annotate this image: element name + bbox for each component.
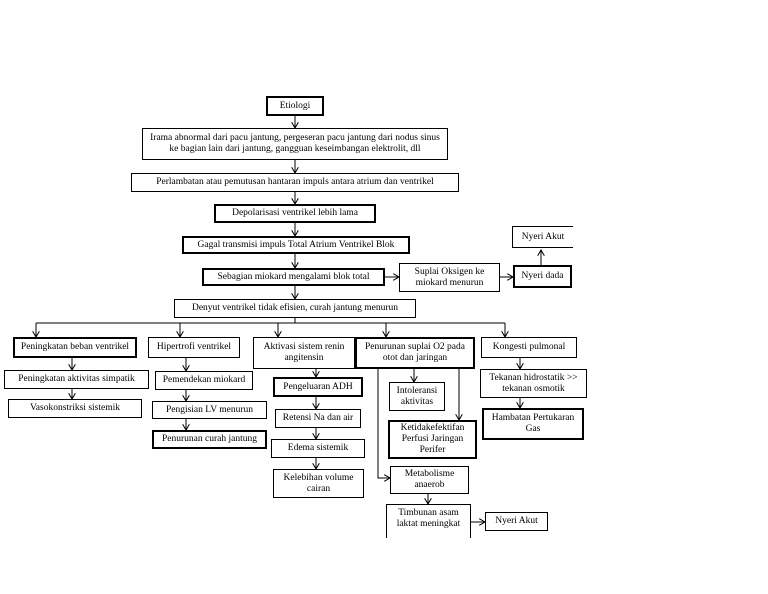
node-metabolisme: Metabolisme anaerob [390,466,469,494]
node-irama: Irama abnormal dari pacu jantung, perges… [142,128,448,160]
node-nyeri-dada: Nyeri dada [513,265,572,288]
node-suplai: Suplai Oksigen ke miokard menurun [399,263,500,292]
node-hambatan: Hambatan Pertukaran Gas [482,408,584,440]
node-gagal: Gagal transmisi impuls Total Atrium Vent… [182,236,410,254]
node-vasokonstriksi: Vasokonstriksi sistemik [8,399,142,418]
node-denyut: Denyut ventrikel tidak efisien, curah ja… [174,299,416,318]
node-penurunan-suplai: Penurunan suplai O2 pada otot dan jaring… [355,337,475,369]
node-tekanan: Tekanan hidrostatik >> tekanan osmotik [480,369,587,398]
node-sebagian: Sebagian miokard mengalami blok total [202,268,385,286]
arrow-suplai-metabolisme [377,369,390,478]
node-intoleransi: Intoleransi aktivitas [389,382,445,411]
node-peningkatan-beban: Peningkatan beban ventrikel [13,337,137,358]
node-aktivasi: Aktivasi sistem renin angitensin [253,337,355,369]
node-timbunan: Timbunan asam laktat meningkat [386,504,471,538]
node-peningkatan-aktivitas: Peningkatan aktivitas simpatik [4,370,149,389]
node-perlambatan: Perlambatan atau pemutusan hantaran impu… [131,173,459,192]
node-pemendekan: Pemendekan miokard [155,371,253,390]
node-penurunan-curah: Penurunan curah jantung [152,430,267,449]
node-retensi: Retensi Na dan air [275,409,361,428]
node-kelebihan: Kelebihan volume cairan [273,469,364,498]
node-pengisian: Pengisian LV menurun [152,401,267,419]
node-nyeri-akut-top: Nyeri Akut [512,226,573,248]
node-hipertrofi: Hipertrofi ventrikel [148,337,240,358]
node-depolarisasi: Depolarisasi ventrikel lebih lama [214,204,376,223]
node-edema: Edema sistemik [271,439,365,458]
node-ketidakefektifan: Ketidakefektifan Perfusi Jaringan Perife… [388,420,477,459]
node-pengeluaran: Pengeluaran ADH [273,377,363,397]
node-nyeri-akut-bottom: Nyeri Akut [485,512,548,531]
node-etiologi: Etiologi [266,96,324,116]
node-kongesti: Kongesti pulmonal [481,337,577,358]
